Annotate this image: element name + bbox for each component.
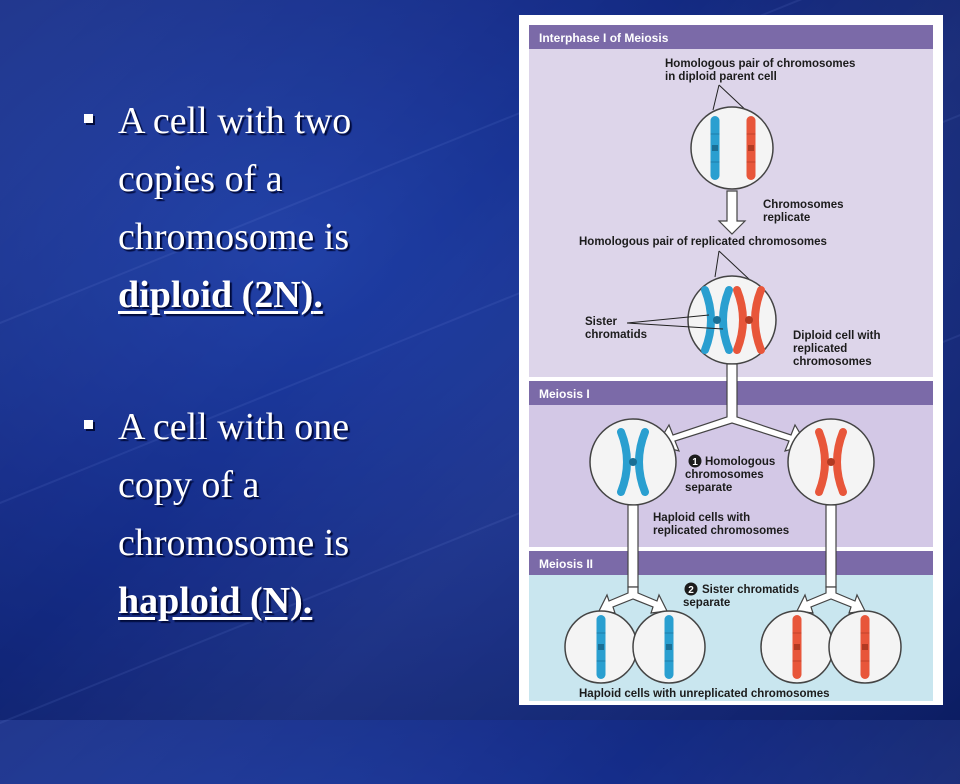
label-haploid-unreplicated: Haploid cells with unreplicated chromoso… [579,688,830,700]
label-sister-1: Sister [585,316,617,328]
meiosis-figure: Interphase I of Meiosis Meiosis I Meiosi… [519,15,943,705]
meiosis1-title: Meiosis I [539,387,590,401]
blue-chromosome [596,614,606,680]
step1-number: 1 [692,457,698,468]
label-sister-2: chromatids [585,329,647,341]
bullet-diploid-suffix: . [313,274,323,316]
red-chromosome [746,115,756,181]
split-arrow-icon [656,363,808,452]
meiosis2-header [529,551,933,575]
bullet-haploid: A cell with one copy of a chromosome is … [82,398,422,630]
bullet-haploid-text: A cell with one copy of a chromosome is [118,406,350,564]
step1-badge [688,454,702,468]
term-haploid: haploid (N). [118,580,313,622]
blue-chromosome [664,614,674,680]
blue-chromosome [710,115,720,181]
label-chromosomes-replicate-1: Chromosomes [763,199,844,211]
bullet-diploid-text: A cell with two copies of a chromosome i… [118,100,352,258]
label-homologous-pair-1: Homologous pair of chromosomes [665,58,855,70]
red-chromosome [860,614,870,680]
label-haploid-replicated-2: replicated chromosomes [653,525,789,537]
interphase-header [529,25,933,49]
meiosis-diagram: Interphase I of Meiosis Meiosis I Meiosi… [529,25,933,701]
bullet-diploid: A cell with two copies of a chromosome i… [82,92,422,324]
label-diploid-cell-3: chromosomes [793,356,872,368]
fork-arrow-right-icon [796,586,866,614]
fork-arrow-left-icon [598,586,668,614]
label-chromosomes-replicate-2: replicate [763,212,810,224]
step2-number: 2 [688,585,694,596]
diploid-parent-cell [690,106,774,190]
bullet-square-icon [84,420,93,429]
red-chromosome [792,614,802,680]
label-step1-3: separate [685,482,732,494]
label-diploid-cell-2: replicated [793,343,847,355]
label-step2-1: Sister chromatids [702,584,799,596]
label-step1-2: chromosomes [685,469,764,481]
label-haploid-replicated-1: Haploid cells with [653,512,750,524]
label-homologous-pair-2: in diploid parent cell [665,71,777,83]
label-homologous-replicated: Homologous pair of replicated chromosome… [579,236,827,248]
meiosis2-title: Meiosis II [539,557,593,571]
label-step1-1: Homologous [705,456,775,468]
arrow-down-icon [717,190,747,235]
label-diploid-cell-1: Diploid cell with [793,330,881,342]
bullet-list: A cell with two copies of a chromosome i… [82,92,422,630]
step2-badge [684,582,698,596]
bullet-square-icon [84,114,93,123]
interphase-title: Interphase I of Meiosis [539,31,669,45]
term-diploid: diploid (2N) [118,274,314,316]
label-step2-2: separate [683,597,730,609]
